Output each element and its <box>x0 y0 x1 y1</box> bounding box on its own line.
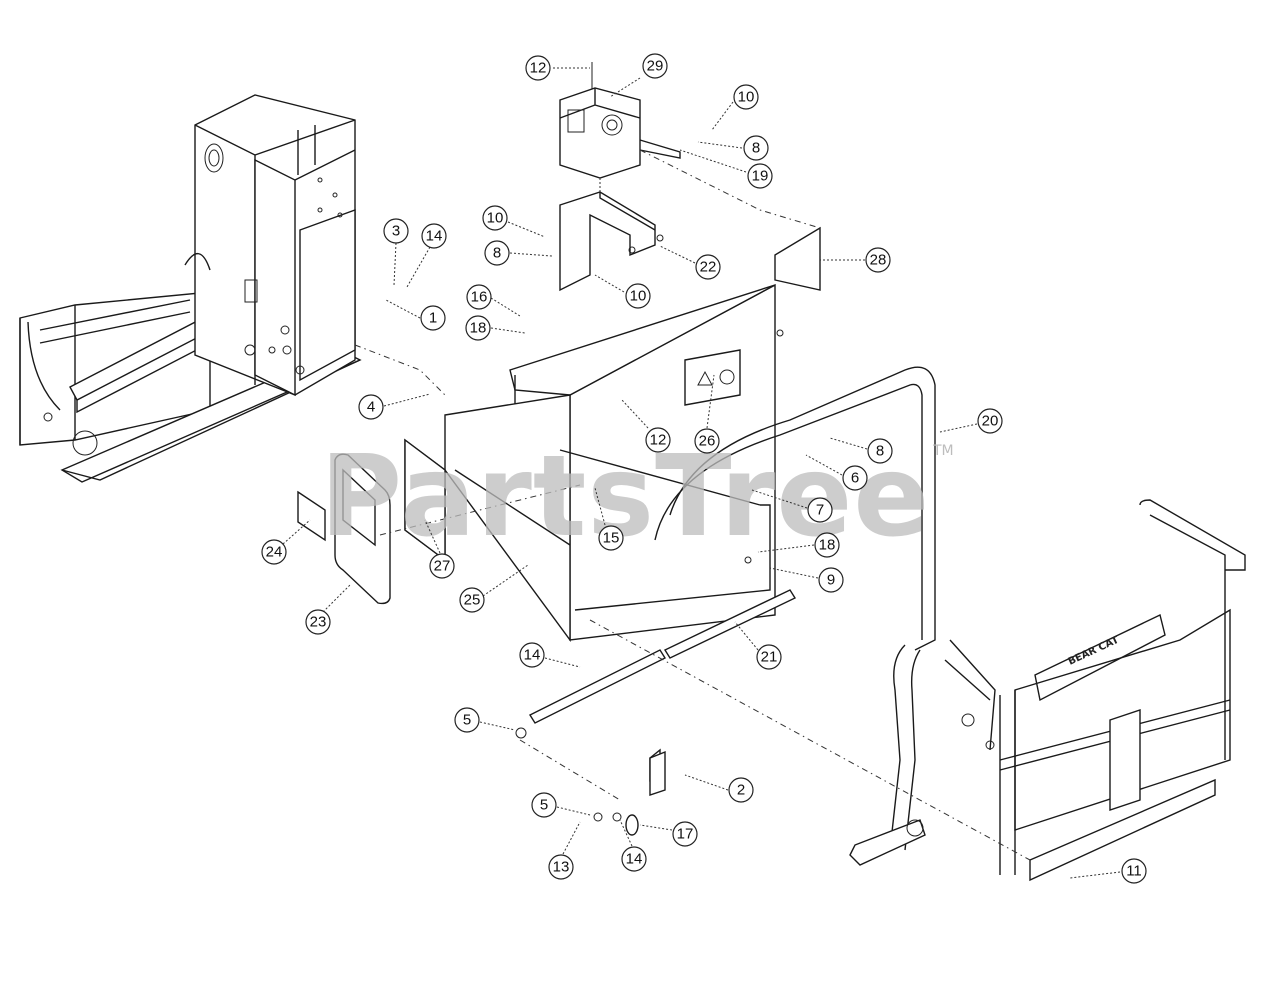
callout-5-lower: 5 <box>531 792 557 818</box>
svg-text:8: 8 <box>752 140 760 157</box>
svg-text:25: 25 <box>464 592 481 609</box>
svg-text:26: 26 <box>699 433 716 450</box>
svg-text:3: 3 <box>392 223 400 240</box>
frame-assembly <box>19 94 362 483</box>
svg-text:12: 12 <box>530 60 547 77</box>
svg-text:5: 5 <box>463 712 471 729</box>
svg-text:22: 22 <box>700 259 717 276</box>
callout-29: 29 <box>642 53 668 79</box>
svg-text:14: 14 <box>524 647 541 664</box>
svg-text:8: 8 <box>876 443 884 460</box>
callout-17: 17 <box>672 821 698 847</box>
callout-27: 27 <box>429 553 455 579</box>
callout-25: 25 <box>459 587 485 613</box>
callout-16: 16 <box>466 284 492 310</box>
callout-10-mid: 10 <box>482 205 508 231</box>
svg-text:27: 27 <box>434 558 451 575</box>
svg-text:8: 8 <box>493 245 501 262</box>
svg-text:11: 11 <box>1126 863 1142 880</box>
callout-3: 3 <box>383 218 409 244</box>
callout-10-lower: 10 <box>625 283 651 309</box>
callout-14-lower: 14 <box>519 642 545 668</box>
svg-text:10: 10 <box>487 210 504 227</box>
svg-text:21: 21 <box>761 649 778 666</box>
callout-24: 24 <box>261 539 287 565</box>
svg-text:29: 29 <box>647 58 664 75</box>
svg-text:1: 1 <box>429 310 437 327</box>
svg-text:4: 4 <box>367 399 375 416</box>
small-parts <box>297 344 1031 861</box>
callout-2: 2 <box>728 777 754 803</box>
svg-text:19: 19 <box>752 168 769 185</box>
svg-text:10: 10 <box>738 89 755 106</box>
svg-text:23: 23 <box>310 614 327 631</box>
callout-10-top: 10 <box>733 84 759 110</box>
callout-15: 15 <box>598 525 624 551</box>
callout-21: 21 <box>756 644 782 670</box>
switch-box-assembly <box>559 62 821 292</box>
handle-assembly <box>654 366 936 866</box>
callouts: 12 29 10 8 19 10 8 22 10 28 3 14 1 16 18… <box>261 53 1147 884</box>
callout-5-upper: 5 <box>454 707 480 733</box>
svg-text:2: 2 <box>737 782 745 799</box>
svg-text:7: 7 <box>816 502 824 519</box>
cart-frame-assembly: BEAR CAT <box>944 499 1246 882</box>
svg-text:24: 24 <box>266 544 283 561</box>
svg-text:18: 18 <box>819 537 836 554</box>
callout-23: 23 <box>305 609 331 635</box>
callout-4: 4 <box>358 394 384 420</box>
callout-13: 13 <box>548 854 574 880</box>
callout-12-top: 12 <box>525 55 551 81</box>
callout-7: 7 <box>807 497 833 523</box>
callout-28: 28 <box>865 247 891 273</box>
watermark-tm: TM <box>932 443 954 459</box>
svg-text:20: 20 <box>982 413 999 430</box>
callout-26: 26 <box>694 428 720 454</box>
svg-text:10: 10 <box>630 288 647 305</box>
svg-text:15: 15 <box>603 530 620 547</box>
callout-8-right: 8 <box>867 438 893 464</box>
svg-text:18: 18 <box>470 320 487 337</box>
svg-text:13: 13 <box>553 859 570 876</box>
callout-20: 20 <box>977 408 1003 434</box>
callout-6: 6 <box>842 465 868 491</box>
callout-22: 22 <box>695 254 721 280</box>
callout-12-mid: 12 <box>645 427 671 453</box>
svg-text:16: 16 <box>471 289 488 306</box>
callout-14-bottom: 14 <box>621 846 647 872</box>
callout-1: 1 <box>420 305 446 331</box>
callout-8-mid: 8 <box>484 240 510 266</box>
svg-text:5: 5 <box>540 797 548 814</box>
svg-text:14: 14 <box>626 851 643 868</box>
callout-14-top: 14 <box>421 223 447 249</box>
svg-text:17: 17 <box>677 826 694 843</box>
callout-9: 9 <box>818 567 844 593</box>
callout-18-top: 18 <box>465 315 491 341</box>
watermark: PartsTree TM <box>320 432 954 562</box>
svg-text:6: 6 <box>851 470 859 487</box>
svg-text:9: 9 <box>827 572 835 589</box>
svg-text:28: 28 <box>870 252 887 269</box>
callout-18-right: 18 <box>814 532 840 558</box>
callout-8-top: 8 <box>743 135 769 161</box>
svg-text:14: 14 <box>426 228 443 245</box>
callout-19: 19 <box>747 163 773 189</box>
svg-text:12: 12 <box>650 432 667 449</box>
callout-11: 11 <box>1121 858 1147 884</box>
